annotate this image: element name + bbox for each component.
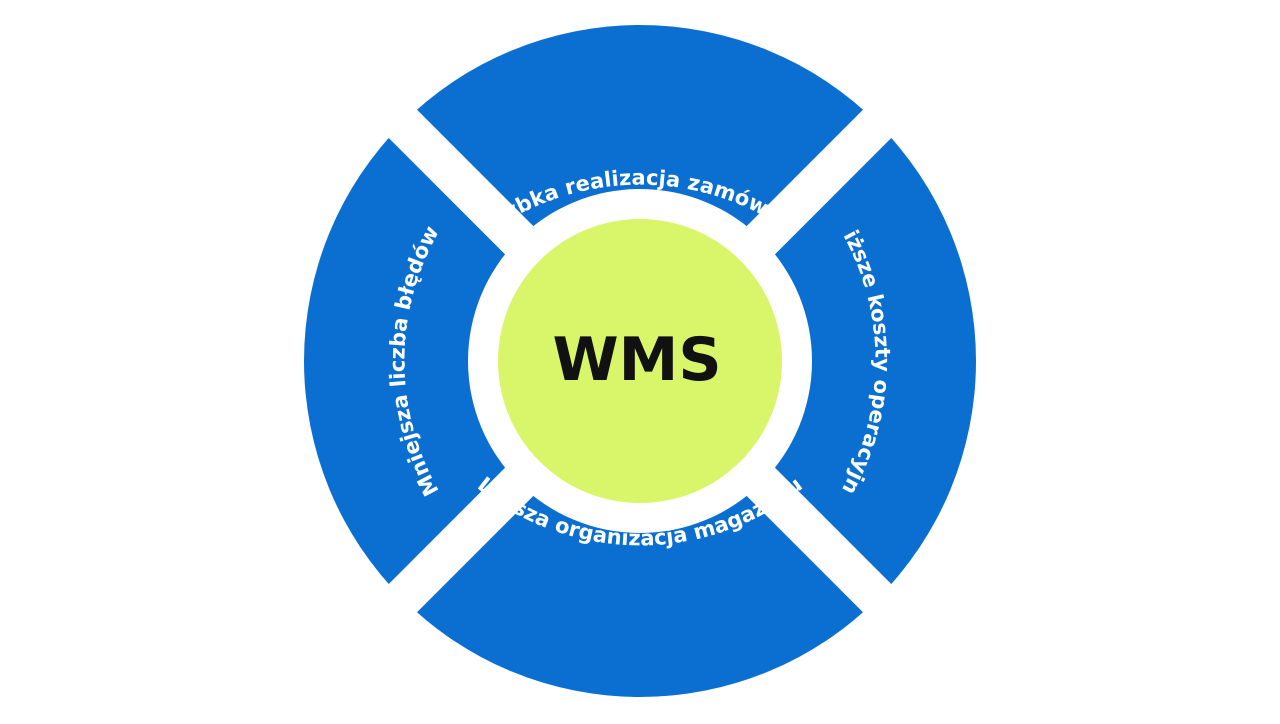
center-label: WMS [552, 325, 721, 395]
center-circle [498, 219, 782, 503]
